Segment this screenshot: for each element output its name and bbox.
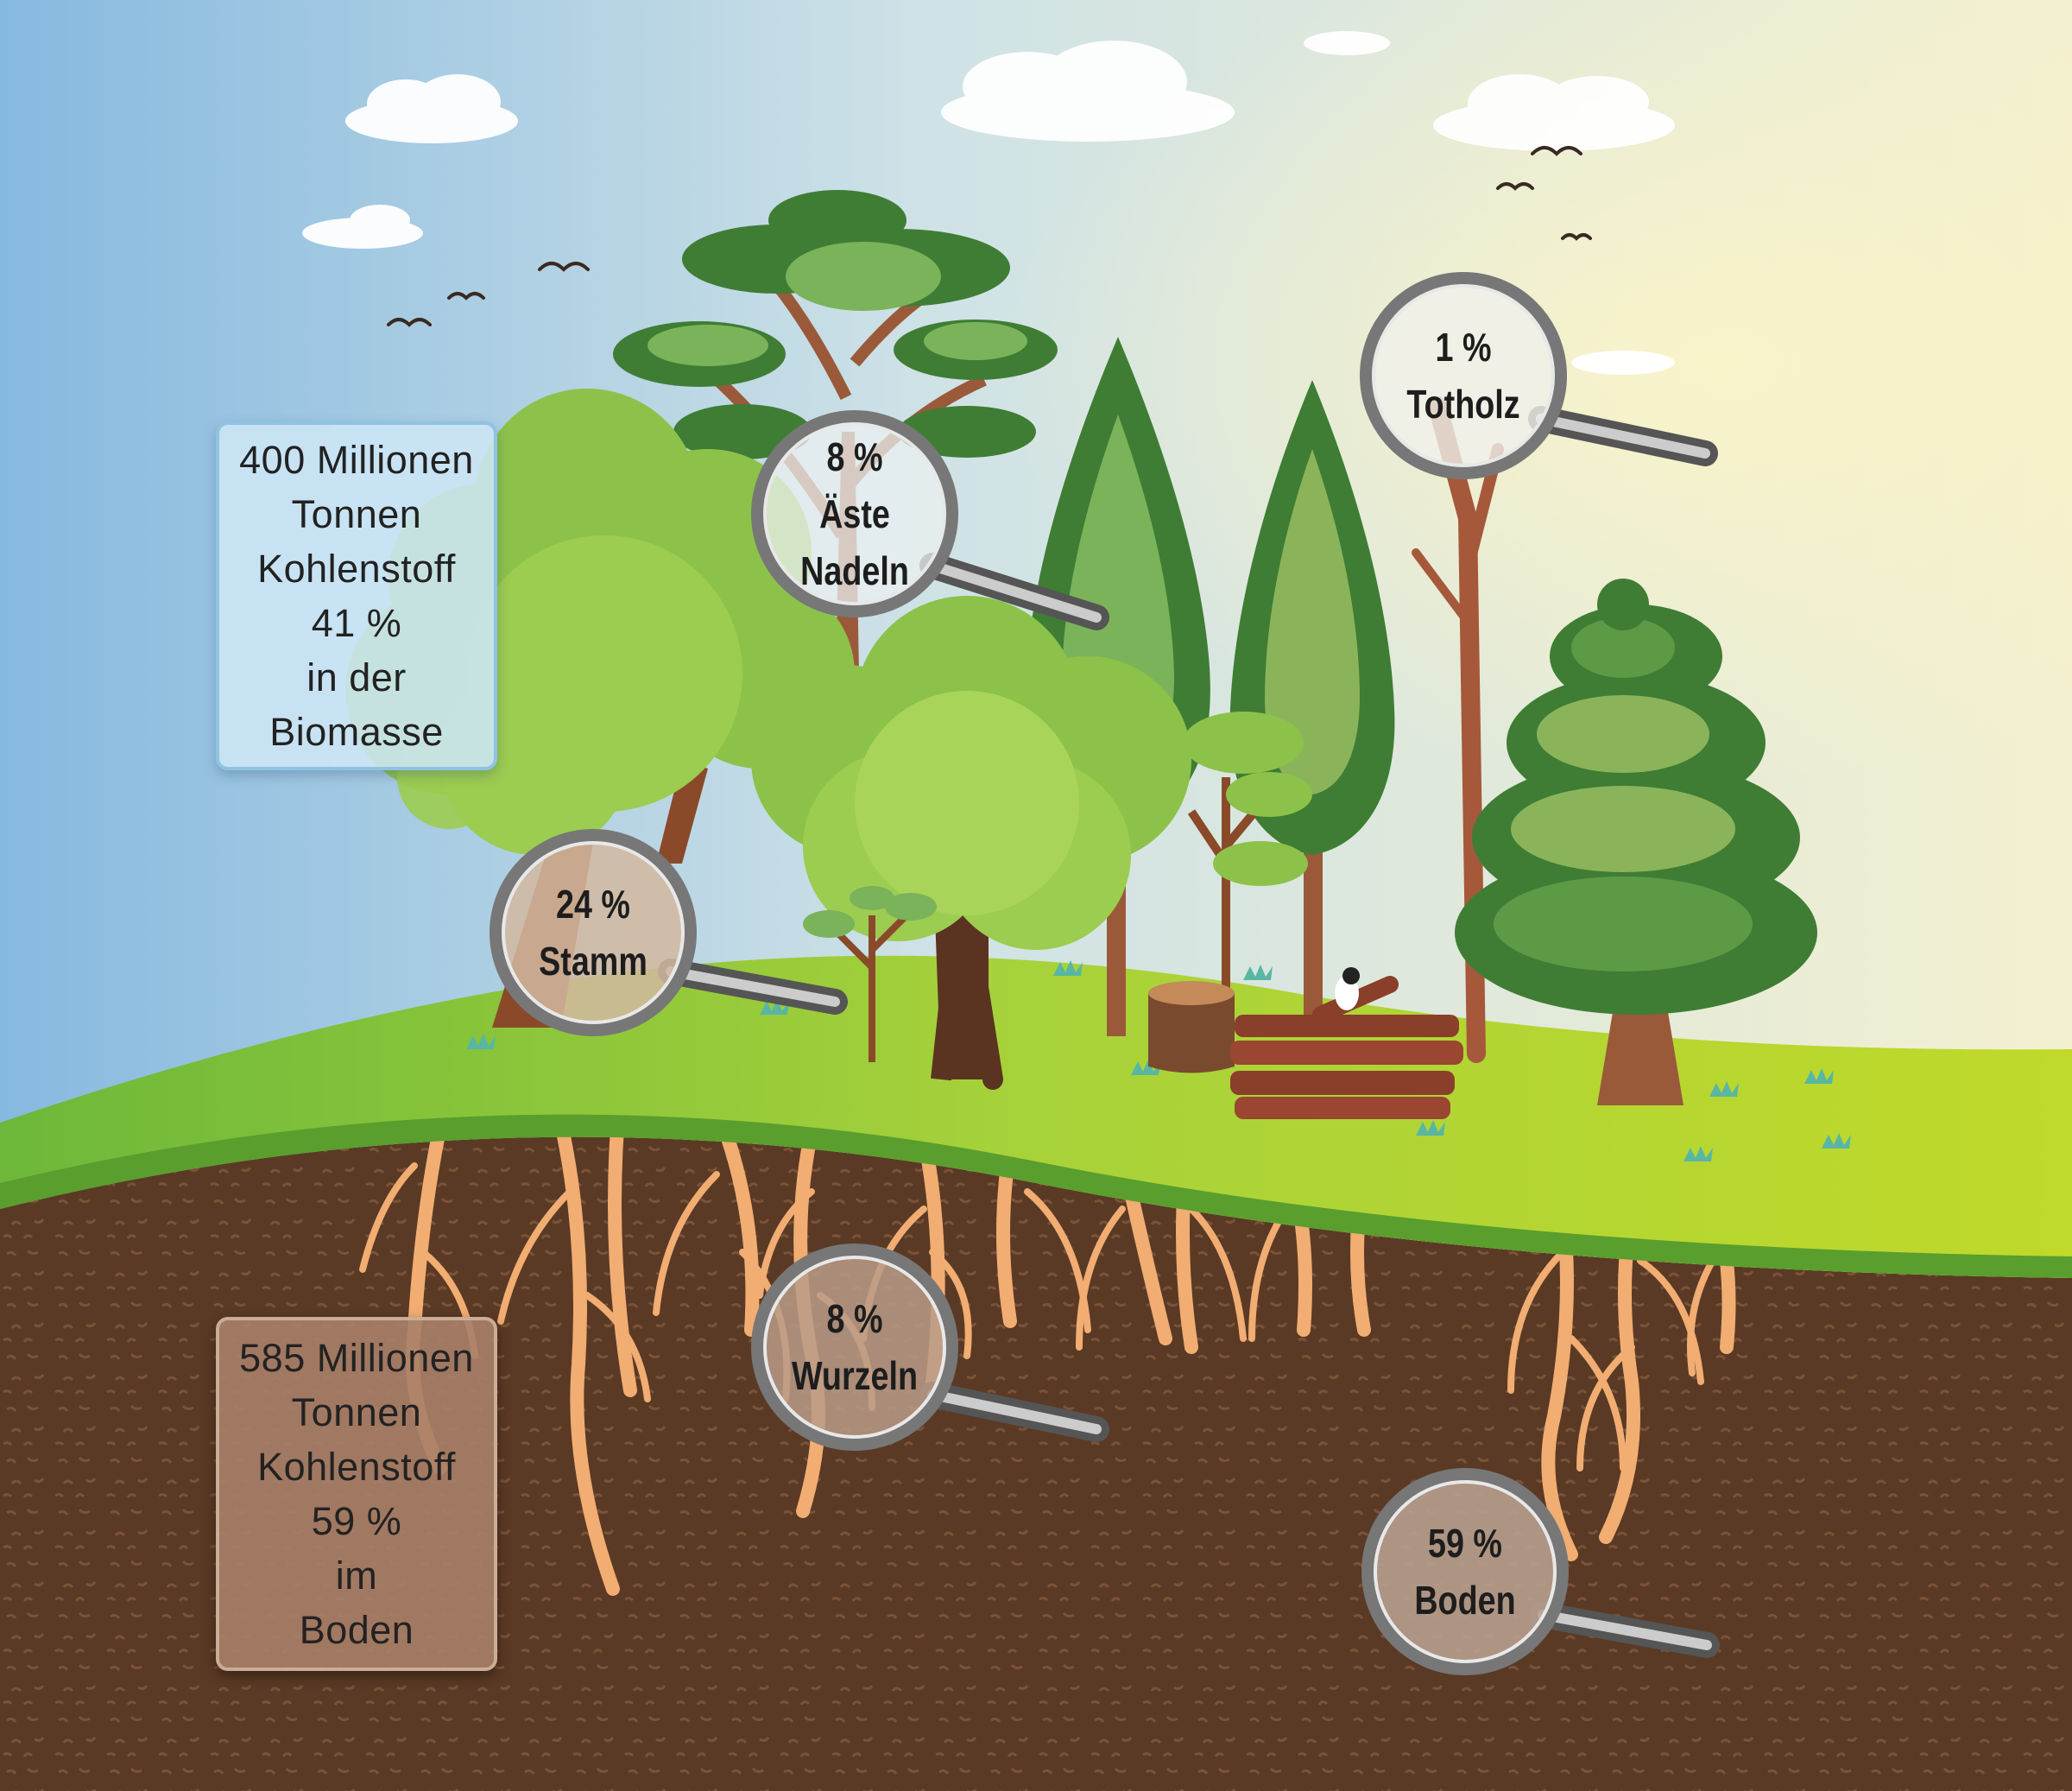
saplings — [803, 712, 1312, 1062]
magnifier-branches: 8 % Äste Nadeln — [747, 406, 1109, 630]
large-deciduous-tree — [345, 389, 855, 1028]
biomass-info-box: 400 Millionen Tonnen Kohlenstoff 41 % in… — [216, 421, 497, 770]
soil-line-5: im — [335, 1554, 378, 1598]
magnifier-soil: 59 % Boden — [1357, 1464, 1720, 1680]
biomass-line-2: Tonnen — [291, 492, 422, 536]
soil-line-6: Boden — [299, 1608, 414, 1652]
biomass-line-4: 41 % — [311, 601, 402, 645]
soil-line-2: Tonnen — [291, 1390, 422, 1434]
branches-value: 8 % — [826, 434, 883, 479]
birds — [387, 146, 1592, 327]
soil-value: 59 % — [1428, 1521, 1502, 1566]
biomass-line-6: Biomasse — [269, 710, 444, 754]
magnifier-icon — [490, 829, 848, 1036]
magnifier-icon — [751, 410, 1109, 630]
biomass-line-5: in der — [306, 655, 407, 699]
roots-value: 8 % — [826, 1296, 883, 1341]
stump-and-logs — [1148, 967, 1463, 1119]
magnifier-deadwood: 1 % Totholz — [1355, 268, 1718, 484]
front-spruce-tree — [1455, 579, 1817, 1105]
clouds — [302, 31, 1675, 375]
central-round-tree — [751, 596, 1191, 1090]
soil-label: Boden — [1414, 1578, 1516, 1623]
branches-label-1: Äste — [819, 491, 890, 536]
deadwood-value: 1 % — [1435, 325, 1492, 370]
grass-tufts — [466, 960, 1851, 1161]
grass-hill — [0, 955, 2072, 1278]
magnifier-roots: 8 % Wurzeln — [747, 1239, 1109, 1455]
roots-label: Wurzeln — [791, 1353, 919, 1398]
magnifier-trunk: 24 % Stamm — [485, 825, 848, 1041]
magnifier-icon — [1361, 1468, 1720, 1675]
magnifier-icon — [1360, 272, 1718, 479]
trunk-label: Stamm — [539, 939, 648, 984]
soil-line-3: Kohlenstoff — [257, 1445, 456, 1489]
trunk-value: 24 % — [556, 882, 630, 927]
deadwood-label: Totholz — [1406, 382, 1520, 427]
soil-info-box: 585 Millionen Tonnen Kohlenstoff 59 % im… — [216, 1317, 497, 1671]
branches-label-2: Nadeln — [800, 548, 909, 593]
soil-line-1: 585 Millionen — [239, 1336, 474, 1380]
soil-line-4: 59 % — [311, 1499, 402, 1543]
magnifier-icon — [751, 1244, 1109, 1451]
biomass-line-3: Kohlenstoff — [257, 547, 456, 591]
biomass-line-1: 400 Millionen — [239, 438, 474, 482]
